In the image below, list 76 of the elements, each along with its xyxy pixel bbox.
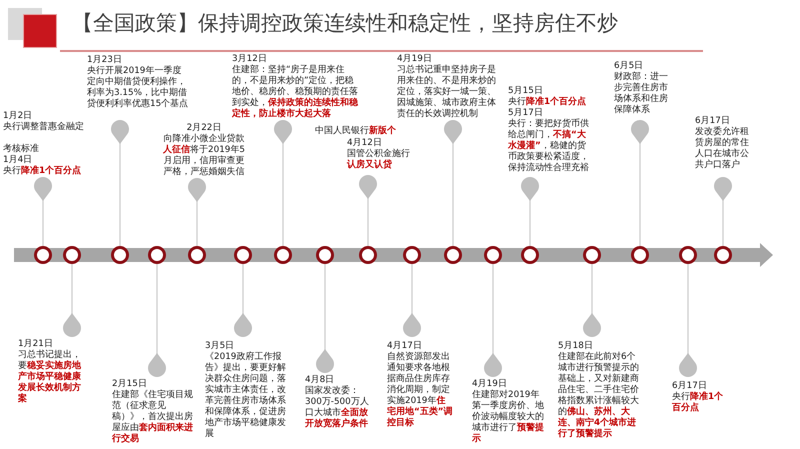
event-date: 6月17日	[672, 381, 707, 391]
event-text: 习总书记提出，要稳妥实施房地产市场平稳健康发展长效机制方案	[18, 350, 82, 405]
pin-connector	[148, 264, 166, 377]
pin-connector	[714, 177, 732, 246]
pin-connector	[583, 264, 601, 337]
slide-title: 【全国政策】保持调控政策连续性和稳定性，坚持房住不炒	[72, 10, 618, 37]
ring-icon	[484, 246, 502, 264]
ring-icon	[316, 246, 334, 264]
pin-connector	[359, 175, 377, 246]
pin-connector	[316, 264, 334, 373]
event-text: 发改委允许租赁房屋的常住人口在城市公共户口落户	[695, 127, 750, 171]
pin-connector	[234, 264, 252, 337]
ring-icon	[111, 246, 129, 264]
event-date: 1月2日	[3, 111, 32, 122]
event-text: 考核标准	[3, 144, 39, 155]
ring-icon	[359, 246, 377, 264]
event-date: 4月17日	[387, 341, 422, 352]
ring-icon	[403, 246, 421, 264]
pin-connector	[34, 177, 52, 246]
ring-icon	[679, 246, 697, 264]
event-text: 央行开展2019年一季度定向中期借贷便利操作，利率为3.15%，比中期借贷便利利率优惠15个基点	[87, 66, 189, 110]
ring-icon	[148, 246, 166, 264]
pin-connector	[484, 264, 502, 377]
event-text: 国家发改委：300万-500万人口大城市全面放开放宽落户条件	[305, 386, 370, 430]
event-date: 5月17日	[508, 108, 543, 118]
event-text: 住建部对2019年第一季度房价、地价波动幅度较大的城市进行了预警提示	[472, 390, 545, 445]
event-date: 6月17日	[695, 116, 730, 126]
ring-icon	[188, 246, 206, 264]
event-date: 4月19日	[397, 54, 432, 64]
event-text: 住建部在此前对6个城市进行预警提示的基础上，又对新建商品住宅、二手住宅价格指数累计涨幅较大的佛山、苏州、大连、南宁4个城市进行了预警提示	[558, 352, 640, 440]
ring-icon	[63, 246, 81, 264]
event-text: 住建部《住宅项目规范（征求意见稿）》，首次提出房屋应由套内面积来进行交易	[112, 390, 194, 445]
pin-connector	[63, 264, 81, 337]
event-date: 5月15日	[508, 86, 543, 96]
ring-icon	[34, 246, 52, 264]
pin-connector	[403, 264, 421, 337]
event-date: 3月12日	[232, 54, 267, 64]
event-text: 向降准小微企业贷款	[164, 134, 244, 144]
event-date: 1月4日	[3, 155, 32, 165]
note-text: 中国人民银行新版个	[315, 126, 396, 137]
ring-icon	[274, 246, 292, 264]
ring-icon	[521, 246, 539, 264]
event-text: 习总书记重申坚持房子是用来住的、不是用来炒的定位，落实好一城一策、因城施策、城市政府主体责任的长效调控机制	[397, 65, 497, 120]
event-date: 4月19日	[472, 379, 507, 390]
pin-connector	[188, 178, 206, 246]
event-text: 住建部：坚持“房子是用来住的，不是用来炒的”定位，把稳地价、稳房价、稳预期的责任落到实处，保持政策的连续性和稳定性，防止楼市大起大落	[232, 65, 359, 120]
event-date: 6月5日	[614, 61, 644, 72]
pin-connector	[274, 120, 292, 246]
event-date: 3月5日	[205, 341, 234, 352]
pin-connector	[111, 120, 129, 246]
ring-icon	[714, 246, 732, 264]
pin-connector	[444, 120, 462, 246]
event-text: 国管公积金施行认房又认贷	[347, 149, 411, 171]
event-date: 5月18日	[558, 341, 593, 352]
event-text: 央行调整普惠金融定	[3, 122, 84, 133]
ring-icon	[631, 246, 649, 264]
ring-icon	[583, 246, 601, 264]
event-text: 自然资源部发出通知要求各地根据商品住房库存消化周期，制定实施2019年住宅用地“五类”调控目标	[387, 352, 453, 429]
ring-icon	[234, 246, 252, 264]
event-text: 财政部：进一步完善住房市场体系和住房保障体系	[614, 72, 669, 116]
event-text: 央行：要把好货币供给总闸门，不搞“大水漫灌”，稳健的货币政策要松紧适度，保持流动性合理充裕	[508, 119, 590, 174]
event-text: 央行降准1个百分点	[508, 97, 586, 108]
event-date: 1月23日	[87, 55, 122, 66]
pin-connector	[521, 177, 539, 246]
event-text: 央行降准1个百分点	[672, 392, 724, 414]
event-date: 1月21日	[18, 339, 53, 350]
ring-icon	[444, 246, 462, 264]
event-date: 2月22日	[186, 123, 222, 134]
pin-connector	[679, 264, 697, 377]
event-text: 央行降准1个百分点	[3, 166, 82, 177]
event-date: 4月12日	[347, 138, 382, 148]
event-text: 人征信将于2019年5月启用，信用审查更严格，严惩婚姻失信	[162, 145, 246, 178]
event-text: 《2019政府工作报告》提出，要更好解决群众住房问题，落实城市主体责任，改革完善住房市场体系和保障体系，促进房地产市场平稳健康发展	[205, 352, 287, 440]
pin-connector	[631, 120, 649, 246]
event-date: 2月15日	[112, 379, 147, 390]
event-date: 4月8日	[305, 375, 334, 386]
